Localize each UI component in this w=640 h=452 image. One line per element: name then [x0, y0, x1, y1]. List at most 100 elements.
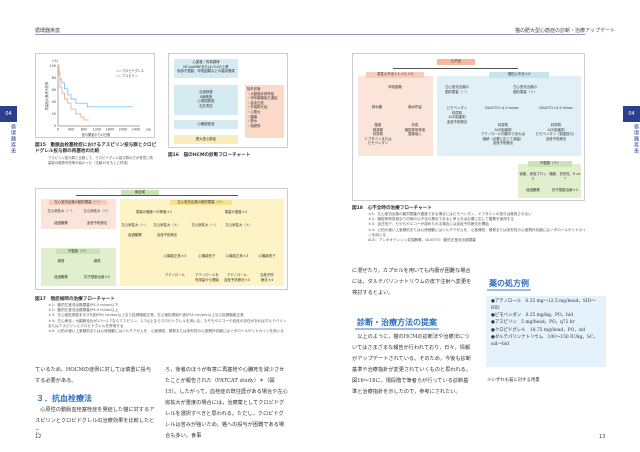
flow-node: 胸水貯留 — [408, 105, 422, 109]
note-item: ＊4：左心房径／大動脈径比が1.5～1.7ならアスピリン，1.7以上ならクロピド… — [48, 318, 287, 328]
flow-node: ピモベンダン 利尿剤 ACE阻害剤 血栓予防療法 — [446, 106, 468, 124]
series-line-1 — [58, 65, 89, 121]
flow-step-echo: 心臓超音波 — [174, 120, 238, 129]
note-item: ＊3：血圧低下，もやもやエコーが認められる場合には血栓予防療法を開始 — [368, 222, 489, 227]
flow-node: 左心房拡大（－） — [121, 223, 149, 227]
flow-node: 左心房拡大（－） — [191, 223, 219, 227]
flow-node: アテノロール 血栓予防療法＊4 — [224, 273, 250, 282]
figure-17-flowchart: 無症候 左心室流出路の動的閉塞（－） 左心房拡大（－） 左心房拡大（＋） 経過観… — [35, 188, 288, 290]
y-tick-label: 100 — [50, 64, 56, 68]
y-tick-label: 20 — [52, 112, 56, 116]
x-tick-label: 800 — [81, 128, 87, 132]
x-tick-label: 0 — [57, 128, 59, 132]
y-tick-label: 80 — [52, 76, 56, 80]
flow-node: 頻発 — [93, 259, 101, 263]
legend-label: クロピドグレル — [122, 68, 145, 73]
flow-node: 経過観察 — [526, 188, 540, 192]
panel-title: 急性心不全＊1,＊2,＊3 — [366, 72, 424, 78]
prescription-heading: 薬の処方例 — [487, 278, 531, 291]
prescription-item: ●アスピリン 5 mg/head，PO，q72 hr — [491, 320, 575, 326]
note-item: ACE：アンギオテンシン変換酵素，DLVOTO：動的左室流出路閉塞 — [368, 238, 476, 243]
differential-box: 除外診断 ・大動脈弁狭窄症・甲状腺機能亢進症・高血圧症・先端肥大症・心筋炎・腫瘍… — [245, 85, 284, 138]
differential-item: ・脱水 — [247, 119, 258, 124]
prescription-item: ●アテノロール 6.25 mg～12.5 mg/head，SID～BID — [491, 299, 596, 311]
flow-node: アテノロール — [164, 273, 186, 277]
flow-node: 閉塞が重度＊2 — [224, 210, 248, 214]
note-item: ＊1：左心室流出路の動的閉塞が重度である場合にはピモベンダン，ドブタミンの投与は… — [368, 212, 532, 216]
flow-node: DLVOTO＜4.5 m/sec — [539, 106, 573, 110]
flow-node: 利尿 胸腔穿刺排液 酸素吸入 — [404, 123, 426, 137]
differential-item: ・甲状腺機能亢進症 — [247, 96, 278, 101]
y-tick-label: 0 — [54, 124, 56, 128]
panel-title: 慢性心不全＊4 — [489, 72, 549, 78]
flow-node: 左心室流出路の 動的閉塞（－） — [445, 85, 469, 94]
flow-node: 肺水腫 — [371, 105, 383, 109]
flow-top: 無症候 — [121, 190, 159, 195]
flow-node: 経過観察 — [54, 275, 68, 279]
differential-item: ・心筋炎 — [247, 109, 261, 114]
prescription-item: ●ピモベンダン 0.25 mg/kg，PO，bid — [491, 313, 574, 319]
legend-label: アスピリン — [122, 73, 138, 78]
body-text: に混ぜたり，カプセルを用いても内服が困難な場合には，ダルテパリンナトリウムの皮下… — [352, 268, 472, 296]
x-tick-label: 400 — [68, 128, 74, 132]
note-item: ＊2：胸腔穿刺排液なり内側の心不全の悪化であると考えれば必要に応じて酸素を使用す… — [368, 217, 514, 222]
y-axis-label: 再塞栓の無再予防率 — [44, 81, 49, 110]
prescription-item: ●クロピドグレル 18.75 mg/head，PO，sid — [491, 327, 586, 333]
flow-step-symptoms: 心雑音／奔馬調律 NT-proBNPまたはcTnIの上昇 後部不整脈，呼吸困難な… — [174, 59, 238, 78]
flow-node: 心機能低下 — [198, 254, 216, 258]
flow-node: 左心房拡大（＋） — [225, 223, 253, 227]
flow-node: 利尿剤 ACE阻害剤 ピモベンダン（慎重投与） 血栓予防療法 — [535, 123, 577, 141]
flow-top: 心不全 — [437, 59, 475, 65]
header-rule — [35, 34, 320, 35]
differential-item: ・大動脈弁狭窄症 — [247, 91, 275, 96]
figure-15-description: アスピリン投与群と比較して，クロピドグレル投与群の方が有意に再塞栓の無再予防率が… — [48, 156, 153, 165]
page-number: 12 — [35, 434, 42, 440]
arrhythmia-panel: 不整脈（＋） 徐脈，房室ブロック 頻脈，多形性，R on T 経過観察 抗不整脈… — [518, 161, 581, 198]
differential-list: ・大動脈弁狭窄症・甲状腺機能亢進症・高血圧症・先端肥大症・心筋炎・腫瘍・脱水・偽… — [247, 92, 282, 129]
flow-node: 血栓予防 療法＊4 — [260, 273, 274, 282]
x-tick-label: 1600 — [106, 128, 115, 132]
header-rule — [320, 34, 585, 35]
flow-node: 心機能正常＊3 — [163, 254, 187, 258]
panel-title: 不整脈（＋） — [56, 249, 100, 254]
flow-node: DLVOTO＞4.5 m/sec — [485, 106, 519, 110]
note-item: ＊2：動的左室流出路閉塞が4.5 m/sec以上 — [48, 308, 119, 313]
figure-17-caption: 図17 無症候時の治療フローチャート — [35, 297, 115, 302]
flow-node: 経過観察 — [54, 221, 68, 225]
flow-node: 抗不整脈治療＊4 — [552, 188, 578, 192]
differential-item: ・高血圧症 — [247, 100, 264, 105]
differential-title: 除外診断 — [247, 87, 261, 91]
body-text: 心原性の動脈血栓塞栓症を発症した猫に対するアスピリンとクロピドグレルの治療効果を… — [35, 407, 155, 435]
flow-result: 肥大型心筋症 — [174, 135, 238, 144]
x-tick-label: 2400 — [132, 128, 141, 132]
body-text: 以上のように，猫のHCMの診断法や治療法についてはさまざまな報告が行われており，… — [352, 334, 471, 395]
prescription-item: ●ダルテパリンナトリウム 100～150 IU/kg，SC，sid～bid — [491, 334, 598, 347]
differential-item: ・腫瘍 — [247, 114, 258, 119]
note-item: ＊5：心拍の速い上室頻拍または心房細動にはジルチアゼムを，心室頻拍，頻発または多… — [48, 329, 284, 334]
arrhythmia-panel: 不整脈（＋） 頻発 頻発 経過観察 抗不整脈治療＊5 — [41, 248, 116, 286]
y-unit: (%) — [52, 59, 59, 63]
chapter-label: 循環器疾患 — [10, 124, 16, 154]
running-header-right: 猫の肥大型心筋症の診断・治療アップデート — [515, 28, 616, 34]
flow-node: 左心房拡大（＋） — [153, 223, 181, 227]
y-tick-label: 40 — [52, 100, 56, 104]
flow-step-exams: 血液検査 X線検査 心電図検査 血圧測定 — [174, 85, 238, 115]
body-text: ているため，HOCMの症例に対しては慎重に投与する必要がある。 — [35, 367, 152, 384]
flow-node: 血栓予防療法 — [86, 221, 108, 225]
figure-17-notes: ＊1：動的左室流出路閉塞が4.5 m/sec以下＊2：動的左室流出路閉塞が4.5… — [48, 303, 288, 334]
flow-node: 左心房拡大（＋） — [83, 209, 111, 213]
flow-node: 心機能正常＊3 — [225, 254, 249, 258]
flow-node: 酸素 鎮静薬 利尿剤 ドブタミンまたは ピモベンダン — [364, 123, 392, 146]
flow-node: 経過観察 — [128, 233, 142, 237]
figure-16-flowchart: 心雑音／奔馬調律 NT-proBNPまたはcTnIの上昇 後部不整脈，呼吸困難な… — [168, 53, 288, 148]
prescription-note: ※いずれも猫に対する用量 — [487, 378, 540, 383]
flow-node: 利尿剤 ACE阻害剤 アテノロール内服中であれば 継続（必要に応じて減量） 血栓… — [481, 123, 525, 146]
flow-node: 頻発 — [57, 259, 65, 263]
prescription-box: ●アテノロール 6.25 mg～12.5 mg/head，SID～BID ●ピモベ… — [486, 296, 606, 367]
chronic-panel: 慢性心不全＊4 左心室流出路の 動的閉塞（－） ピモベンダン 利尿剤 ACE阻害… — [437, 72, 581, 156]
note-item: ＊4：心拍の速い上室頻拍または心房細動にはジルチアゼムを，心室頻拍，頻発または多… — [368, 227, 586, 237]
flow-node: 左心室流出路の 動的閉塞（＋） — [513, 85, 537, 94]
acute-panel: 急性心不全＊1,＊2,＊3 呼吸困難 肺水腫 胸水貯留 酸素 鎮静薬 利尿剤 ド… — [358, 72, 433, 156]
